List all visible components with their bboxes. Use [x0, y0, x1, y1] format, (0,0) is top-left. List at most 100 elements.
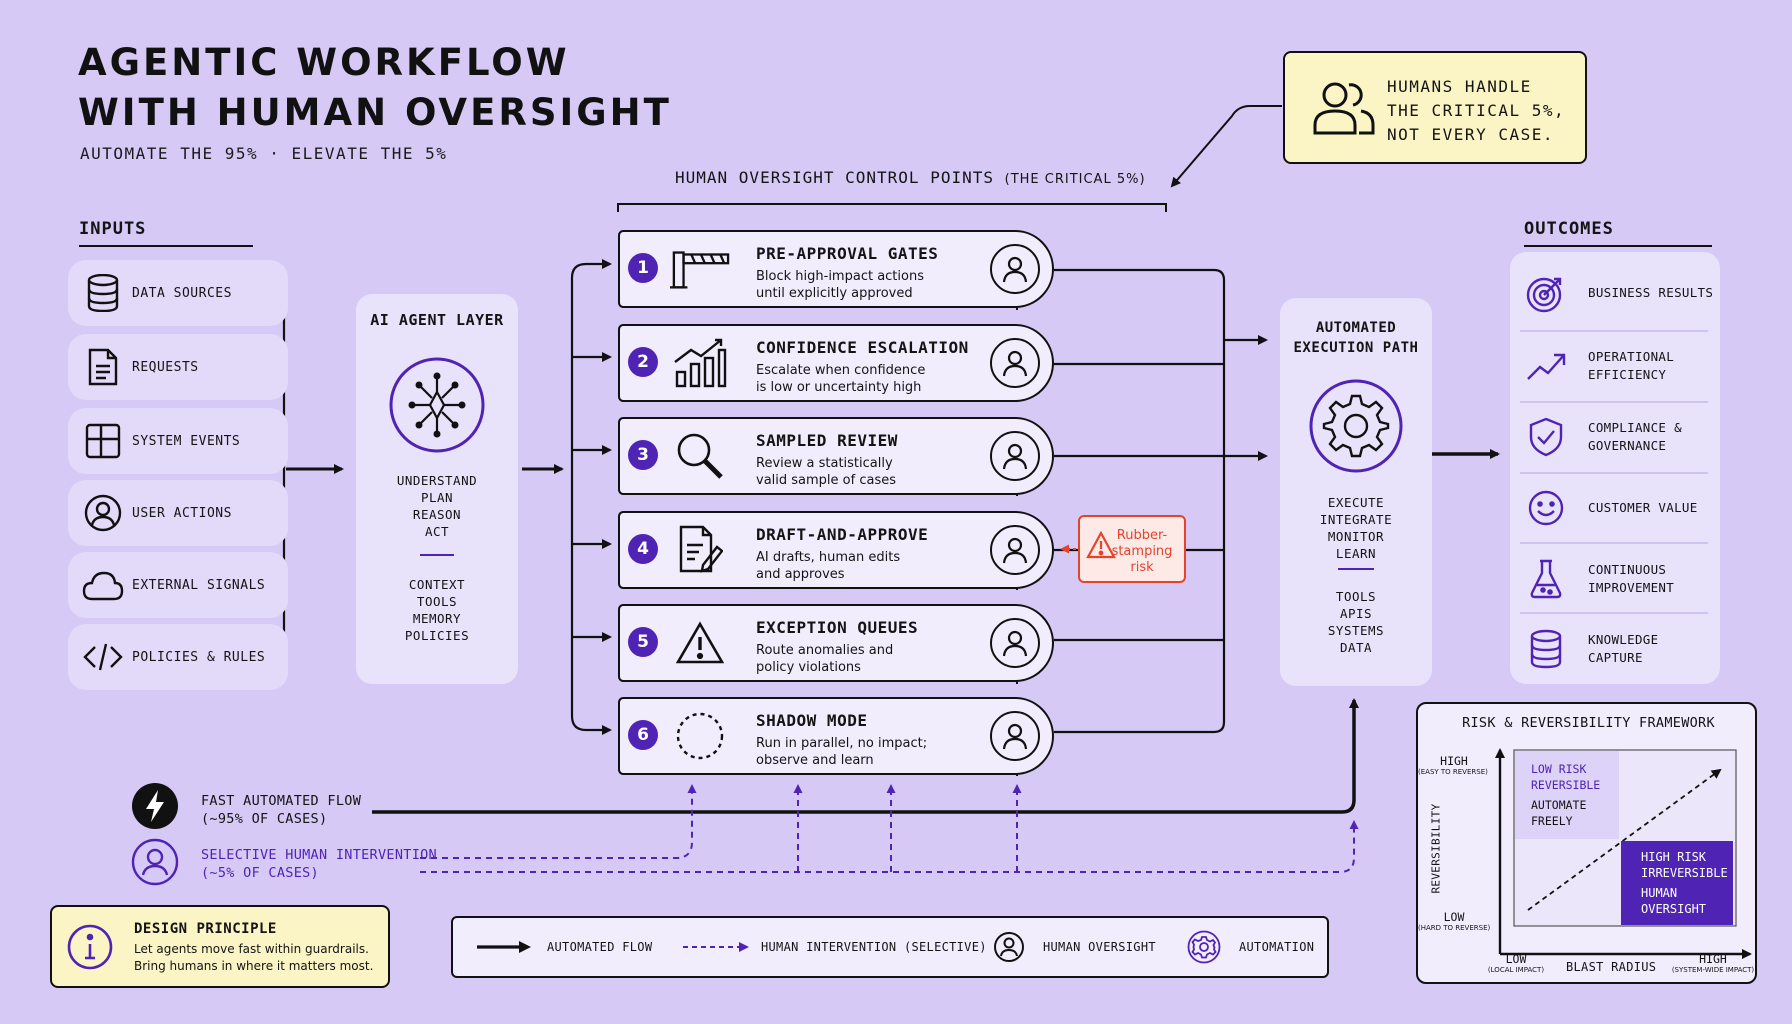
- input-label: POLICIES & RULES: [132, 649, 266, 665]
- outcome-divider: [1520, 472, 1708, 474]
- control-title: CONFIDENCE ESCALATION: [756, 338, 969, 357]
- input-policies-rules: POLICIES & RULES: [68, 624, 288, 690]
- shield-check-icon: [1518, 417, 1574, 457]
- grid-icon: [74, 412, 132, 470]
- control-number: 4: [628, 534, 658, 564]
- outcomes-rule: [1524, 245, 1712, 247]
- human-oversight-icon: [990, 618, 1040, 668]
- design-principle-title: DESIGN PRINCIPLE: [134, 921, 277, 937]
- execution-panel: AUTOMATED EXECUTION PATH EXECUTE INTEGRA…: [1280, 298, 1432, 686]
- dashed-arrow-icon: [683, 942, 749, 952]
- input-user-actions: USER ACTIONS: [68, 480, 288, 546]
- edit-document-icon: [670, 523, 730, 577]
- gear-icon: [1308, 378, 1404, 478]
- inputs-rule: [79, 245, 253, 247]
- control-confidence-escalation: 2 CONFIDENCE ESCALATION Escalate when co…: [618, 324, 1054, 402]
- agent-divider: [420, 554, 454, 556]
- y-low-label: LOW (HARD TO REVERSE): [1418, 910, 1491, 932]
- network-hub-icon: [388, 356, 486, 458]
- fast-flow-label: FAST AUTOMATED FLOW (~95% OF CASES): [201, 793, 362, 827]
- control-title: PRE-APPROVAL GATES: [756, 244, 939, 263]
- user-icon: [74, 484, 132, 542]
- control-title: EXCEPTION QUEUES: [756, 618, 919, 637]
- outcome-divider: [1520, 612, 1708, 614]
- agent-capabilities: UNDERSTAND PLAN REASON ACT: [396, 473, 478, 539]
- cloud-icon: [74, 556, 132, 614]
- control-title: SHADOW MODE: [756, 711, 868, 730]
- document-icon: [74, 338, 132, 396]
- execution-systems: TOOLS APIS SYSTEMS DATA: [1327, 589, 1385, 655]
- control-number: 6: [628, 720, 658, 750]
- target-icon: [1518, 273, 1574, 313]
- controls-to-execution: [1054, 268, 1268, 734]
- agent-layer-title: AI AGENT LAYER: [370, 311, 504, 329]
- oversight-header: HUMAN OVERSIGHT CONTROL POINTS (THE CRIT…: [675, 168, 1146, 187]
- y-high-label: HIGH (EASY TO REVERSE): [1418, 754, 1488, 776]
- database-icon: [1518, 629, 1574, 669]
- magnifier-icon: [670, 429, 730, 483]
- input-label: EXTERNAL SIGNALS: [132, 577, 266, 593]
- title-line-2: WITH HUMAN OVERSIGHT: [78, 91, 672, 134]
- outcome-customer-value: CUSTOMER VALUE: [1518, 473, 1718, 543]
- legend-human-oversight: HUMAN OVERSIGHT: [993, 918, 1156, 976]
- oversight-header-main: HUMAN OVERSIGHT CONTROL POINTS: [675, 168, 994, 187]
- warning-icon: [1086, 530, 1116, 564]
- input-label: USER ACTIONS: [132, 505, 232, 521]
- control-draft-and-approve: 4 DRAFT-AND-APPROVE AI drafts, human edi…: [618, 511, 1054, 589]
- bar-chart-icon: [670, 336, 730, 390]
- agent-layer-panel: AI AGENT LAYER UNDERSTAND PLAN REASON AC…: [356, 294, 518, 684]
- trend-up-icon: [1518, 351, 1574, 381]
- input-label: REQUESTS: [132, 359, 199, 375]
- risk-framework-title: RISK & REVERSIBILITY FRAMEWORK: [1462, 715, 1715, 731]
- dashed-circle-icon: [670, 709, 730, 763]
- rubber-stamping-risk-tag: Rubber- stamping risk: [1078, 515, 1186, 583]
- person-circle-icon: [131, 838, 179, 890]
- human-oversight-icon: [990, 525, 1040, 575]
- human-oversight-icon: [990, 431, 1040, 481]
- control-desc: Run in parallel, no impact;observe and l…: [756, 736, 928, 768]
- human-oversight-icon: [990, 338, 1040, 388]
- page-subtitle: AUTOMATE THE 95% · ELEVATE THE 5%: [80, 144, 448, 163]
- critical-callout: HUMANS HANDLE THE CRITICAL 5%, NOT EVERY…: [1283, 51, 1587, 164]
- barrier-gate-icon: [670, 242, 730, 296]
- selective-flow-label: SELECTIVE HUMAN INTERVENTION (~5% OF CAS…: [201, 847, 437, 881]
- fast-flow-line: [372, 698, 1359, 814]
- outcomes-heading: OUTCOMES: [1524, 219, 1614, 239]
- oversight-bracket: [617, 203, 1167, 212]
- control-shadow-mode: 6 SHADOW MODE Run in parallel, no impact…: [618, 697, 1054, 775]
- human-oversight-icon: [990, 244, 1040, 294]
- code-icon: [74, 628, 132, 686]
- smiley-icon: [1518, 489, 1574, 527]
- solid-arrow-icon: [477, 941, 531, 953]
- outcome-divider: [1520, 401, 1708, 403]
- control-number: 2: [628, 347, 658, 377]
- quadrant-high-risk: HIGH RISK IRREVERSIBLE HUMAN OVERSIGHT: [1621, 841, 1733, 925]
- input-label: DATA SOURCES: [132, 285, 232, 301]
- execution-steps: EXECUTE INTEGRATE MONITOR LEARN: [1319, 495, 1393, 561]
- x-low-label: LOW (LOCAL IMPACT): [1487, 952, 1545, 974]
- x-high-label: HIGH (SYSTEM-WIDE IMPACT): [1671, 952, 1755, 974]
- database-icon: [74, 264, 132, 322]
- legend-automated-flow: AUTOMATED FLOW: [477, 918, 652, 976]
- outcome-divider: [1520, 542, 1708, 544]
- control-title: SAMPLED REVIEW: [756, 431, 898, 450]
- y-axis-label: REVERSIBILITY: [1429, 803, 1443, 894]
- control-number: 1: [628, 253, 658, 283]
- inputs-heading: INPUTS: [79, 219, 147, 239]
- legend-human-intervention: HUMAN INTERVENTION (SELECTIVE): [683, 918, 987, 976]
- callout-pointer-arrow: [1170, 105, 1282, 188]
- control-number: 5: [628, 627, 658, 657]
- person-circle-icon: [994, 932, 1024, 962]
- people-icon: [1309, 77, 1379, 141]
- design-principle-box: DESIGN PRINCIPLE Let agents move fast wi…: [50, 905, 390, 988]
- control-title: DRAFT-AND-APPROVE: [756, 525, 929, 544]
